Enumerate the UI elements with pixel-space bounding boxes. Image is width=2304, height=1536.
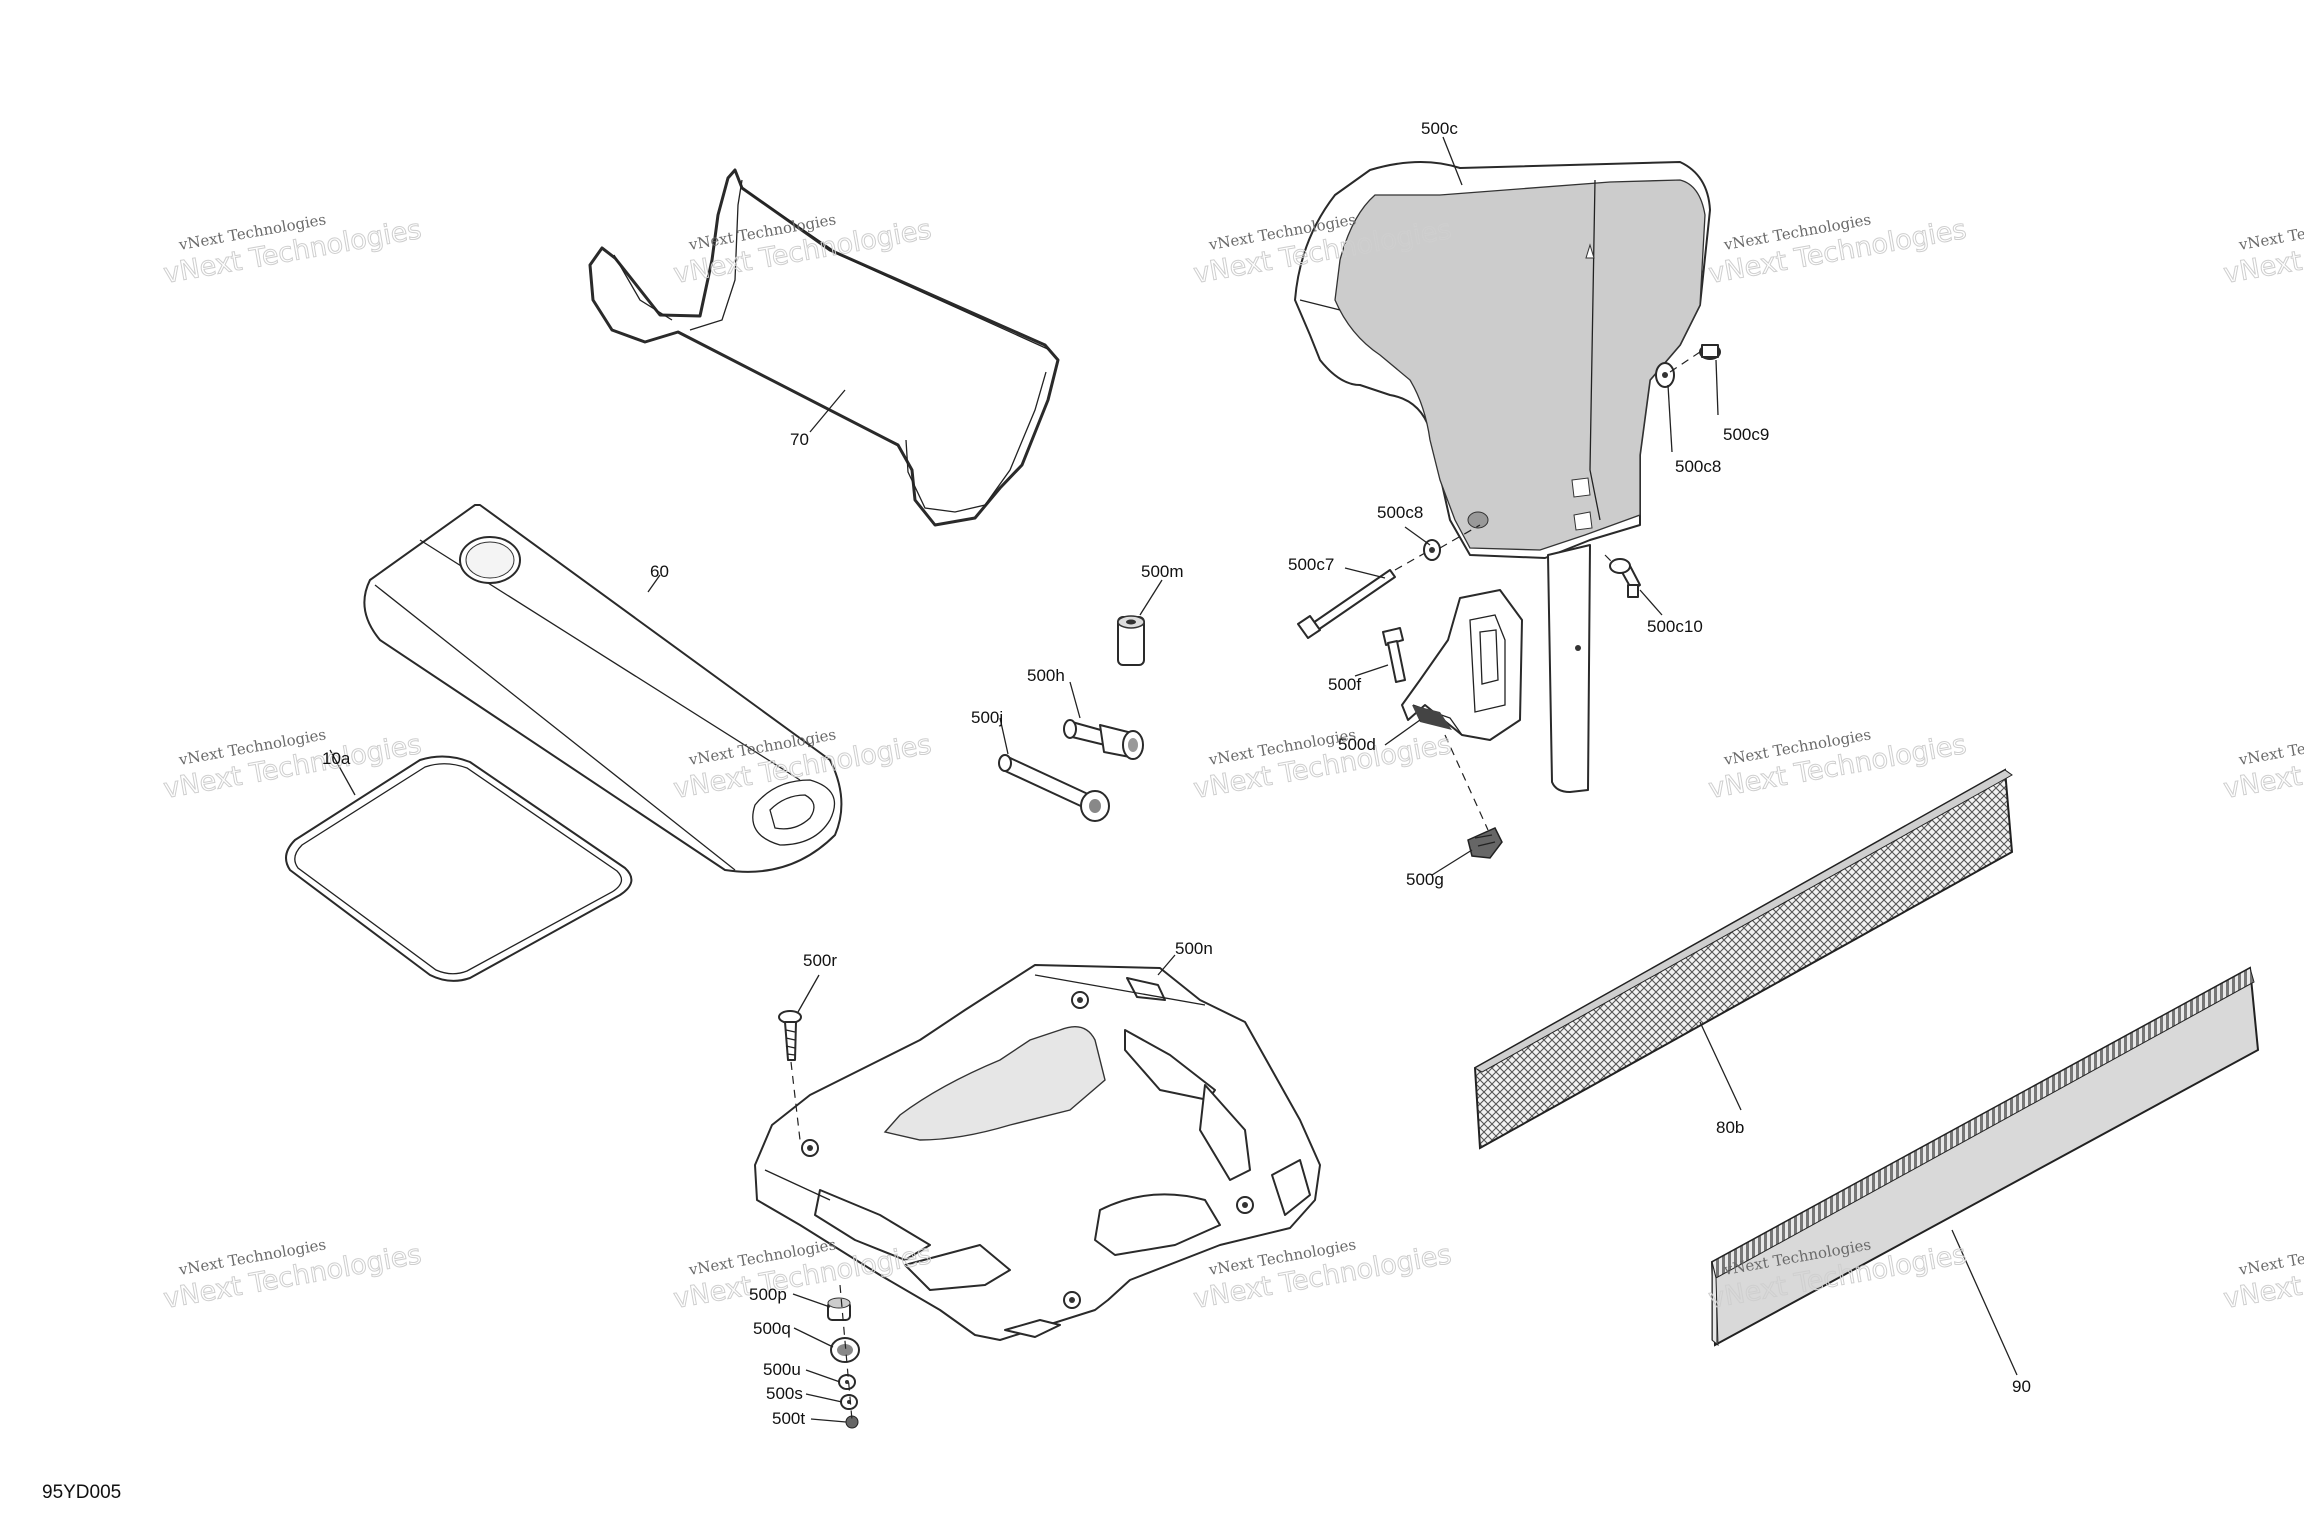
callout-500d: 500d [1338, 735, 1376, 754]
diagram-code: 95YD005 [42, 1482, 121, 1503]
callout-500u: 500u [763, 1360, 801, 1379]
callout-500c7: 500c7 [1288, 555, 1334, 574]
part-500h-shoulder-bolt [1063, 719, 1144, 760]
dash-500c8-to-backrest [1439, 524, 1481, 549]
part-500p-insert [827, 1297, 851, 1321]
callout-500m: 500m [1141, 562, 1184, 581]
part-500n-base-plate [754, 964, 1321, 1341]
callout-labels: 70 60 10a 500c 500c9 500c8 500c8 500c7 5… [322, 119, 2031, 1428]
callout-500j: 500j [971, 708, 1003, 727]
callout-60: 60 [650, 562, 669, 581]
callout-500c10: 500c10 [1647, 617, 1703, 636]
dash-lower-stack [839, 1284, 853, 1421]
part-500s-washer [840, 1394, 858, 1410]
callout-500t: 500t [772, 1409, 805, 1428]
part-500c7-bolt [1297, 569, 1396, 639]
part-500f-bolt [1382, 627, 1406, 683]
part-90-toothed-strip [1710, 966, 2260, 1347]
part-10a-pad [285, 755, 633, 982]
part-60-foam-roll [363, 504, 843, 873]
part-80b-mesh-strip [1473, 768, 2014, 1150]
svg-text:vNext Technologies: vNext Technologies [2221, 729, 2304, 805]
part-500d-bracket [1401, 589, 1523, 741]
callout-500f: 500f [1328, 675, 1361, 694]
callout-10a: 10a [322, 749, 351, 768]
part-500c8-washer-lower [1423, 539, 1441, 561]
part-500u-washer [838, 1374, 856, 1390]
dash-500c8-to-500c7 [1394, 552, 1426, 571]
callout-500c: 500c [1421, 119, 1458, 138]
leader-lines [329, 136, 2018, 1423]
dash-500c9-to-500c8 [1669, 351, 1701, 373]
callout-70: 70 [790, 430, 809, 449]
callout-500c8-upper: 500c8 [1675, 457, 1721, 476]
callout-500c9: 500c9 [1723, 425, 1769, 444]
part-500c10-screw [1609, 558, 1641, 598]
callout-500n: 500n [1175, 939, 1213, 958]
callout-500h: 500h [1027, 666, 1065, 685]
dash-500c10 [1604, 554, 1616, 566]
callout-90: 90 [2012, 1377, 2031, 1396]
callout-500g: 500g [1406, 870, 1444, 889]
part-500j-pin [998, 754, 1110, 822]
callout-500c8-lower: 500c8 [1377, 503, 1423, 522]
part-500q-grommet [830, 1337, 860, 1363]
dash-500d-to-500g [1444, 734, 1489, 831]
svg-text:vNext Technologies: vNext Technologies [2221, 214, 2304, 290]
part-500r-screw [778, 1010, 802, 1061]
part-500c8-washer-upper [1655, 362, 1675, 388]
callout-500q: 500q [753, 1319, 791, 1338]
callout-500p: 500p [749, 1285, 787, 1304]
part-500g-clip [1467, 827, 1503, 859]
part-70-wire-frame [588, 168, 1060, 527]
callout-500s: 500s [766, 1384, 803, 1403]
callout-80b: 80b [1716, 1118, 1744, 1137]
part-500m-spacer [1117, 615, 1145, 666]
callout-500r: 500r [803, 951, 837, 970]
svg-text:vNext Technologies: vNext Technologies [2221, 1239, 2304, 1315]
part-500c-backrest [1294, 161, 1711, 793]
part-500c9-nut [1699, 344, 1721, 360]
